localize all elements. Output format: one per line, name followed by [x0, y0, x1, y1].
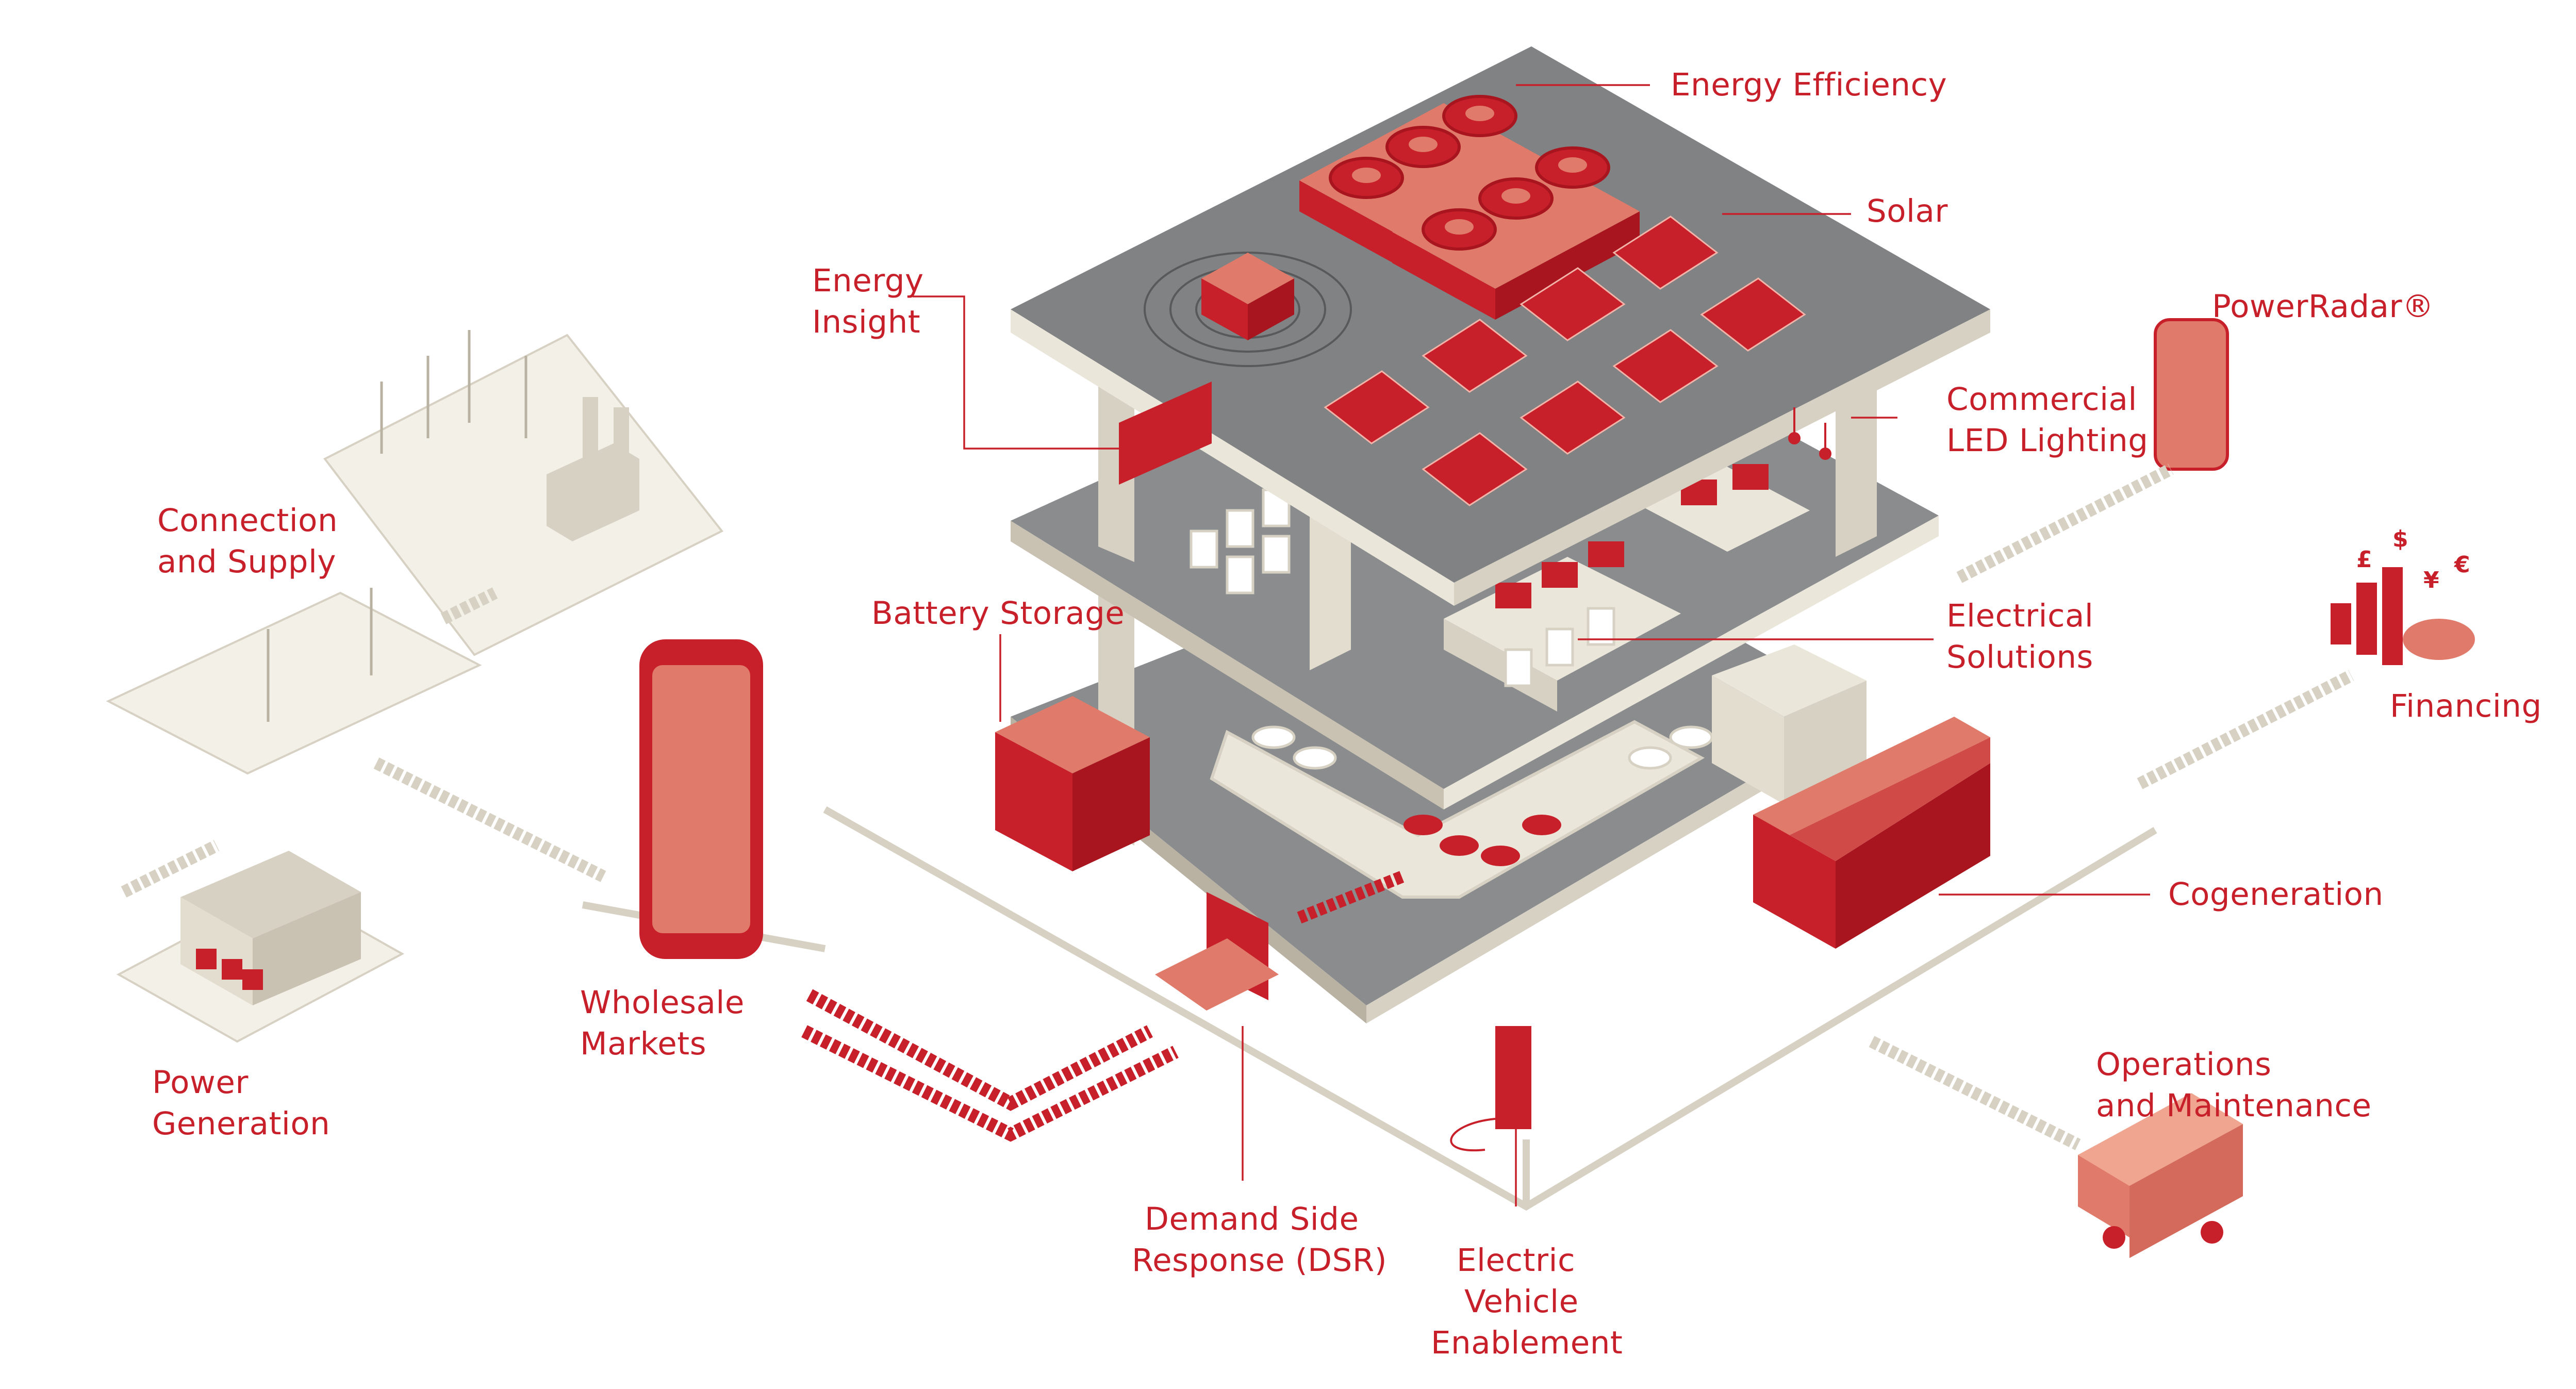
label-connection-supply-line1: Connection [157, 502, 338, 539]
label-commercial-led-line2: LED Lighting [1946, 422, 2148, 459]
powerradar-phone-icon [2154, 318, 2229, 471]
label-dsr-line2: Response (DSR) [1132, 1242, 1387, 1279]
led-lights-icon [1788, 407, 1831, 460]
dollar-icon: $ [2392, 526, 2408, 552]
euro-icon: € [2454, 552, 2470, 578]
label-dsr-line1: Demand Side [1145, 1201, 1359, 1237]
label-financing: Financing [2390, 688, 2542, 724]
label-energy-efficiency: Energy Efficiency [1671, 67, 1947, 103]
label-power-generation-line2: Generation [152, 1105, 330, 1142]
battery-storage-icon [995, 696, 1150, 871]
label-solar: Solar [1867, 193, 1948, 229]
leader-lines [913, 84, 2150, 1206]
financing-chart-icon [2331, 567, 2475, 665]
label-energy-insight-line1: Energy [812, 262, 924, 299]
label-operations-maintenance-line1: Operations [2096, 1046, 2271, 1083]
connection-supply-site [106, 330, 724, 775]
insight-screen-icon [1119, 382, 1212, 485]
cogeneration-unit-icon [1753, 717, 1990, 949]
label-electrical-solutions-line1: Electrical [1946, 598, 2093, 634]
hvac-units-icon [1299, 95, 1640, 320]
flow-arrows [121, 464, 2354, 1150]
ev-charger-icon [1450, 1026, 1531, 1152]
laptop-icon [1155, 892, 1279, 1011]
wholesale-phone-icon [639, 639, 763, 959]
service-van-icon [2078, 1093, 2243, 1258]
solar-panels-icon [1324, 216, 1806, 506]
label-connection-supply-line2: and Supply [157, 543, 336, 580]
label-commercial-led-line1: Commercial [1946, 381, 2137, 418]
yen-icon: ¥ [2423, 567, 2439, 593]
label-cogeneration: Cogeneration [2168, 876, 2384, 913]
label-electrical-solutions-line2: Solutions [1946, 639, 2093, 675]
label-ev-line3: Enablement [1431, 1325, 1623, 1361]
label-power-generation-line1: Power [152, 1064, 249, 1101]
energy-insight-device-icon [1201, 253, 1294, 340]
label-powerradar: PowerRadar® [2212, 288, 2434, 325]
pound-icon: £ [2356, 547, 2372, 573]
label-ev-line2: Vehicle [1464, 1283, 1579, 1320]
power-generation-site [116, 851, 405, 1043]
label-operations-maintenance-line2: and Maintenance [2096, 1087, 2372, 1124]
building [1011, 46, 1990, 1023]
label-ev-line1: Electric [1457, 1242, 1575, 1279]
label-wholesale-markets-line1: Wholesale [580, 984, 745, 1021]
label-battery-storage: Battery Storage [871, 595, 1125, 632]
label-wholesale-markets-line2: Markets [580, 1026, 706, 1062]
label-energy-insight-line2: Insight [812, 304, 920, 340]
